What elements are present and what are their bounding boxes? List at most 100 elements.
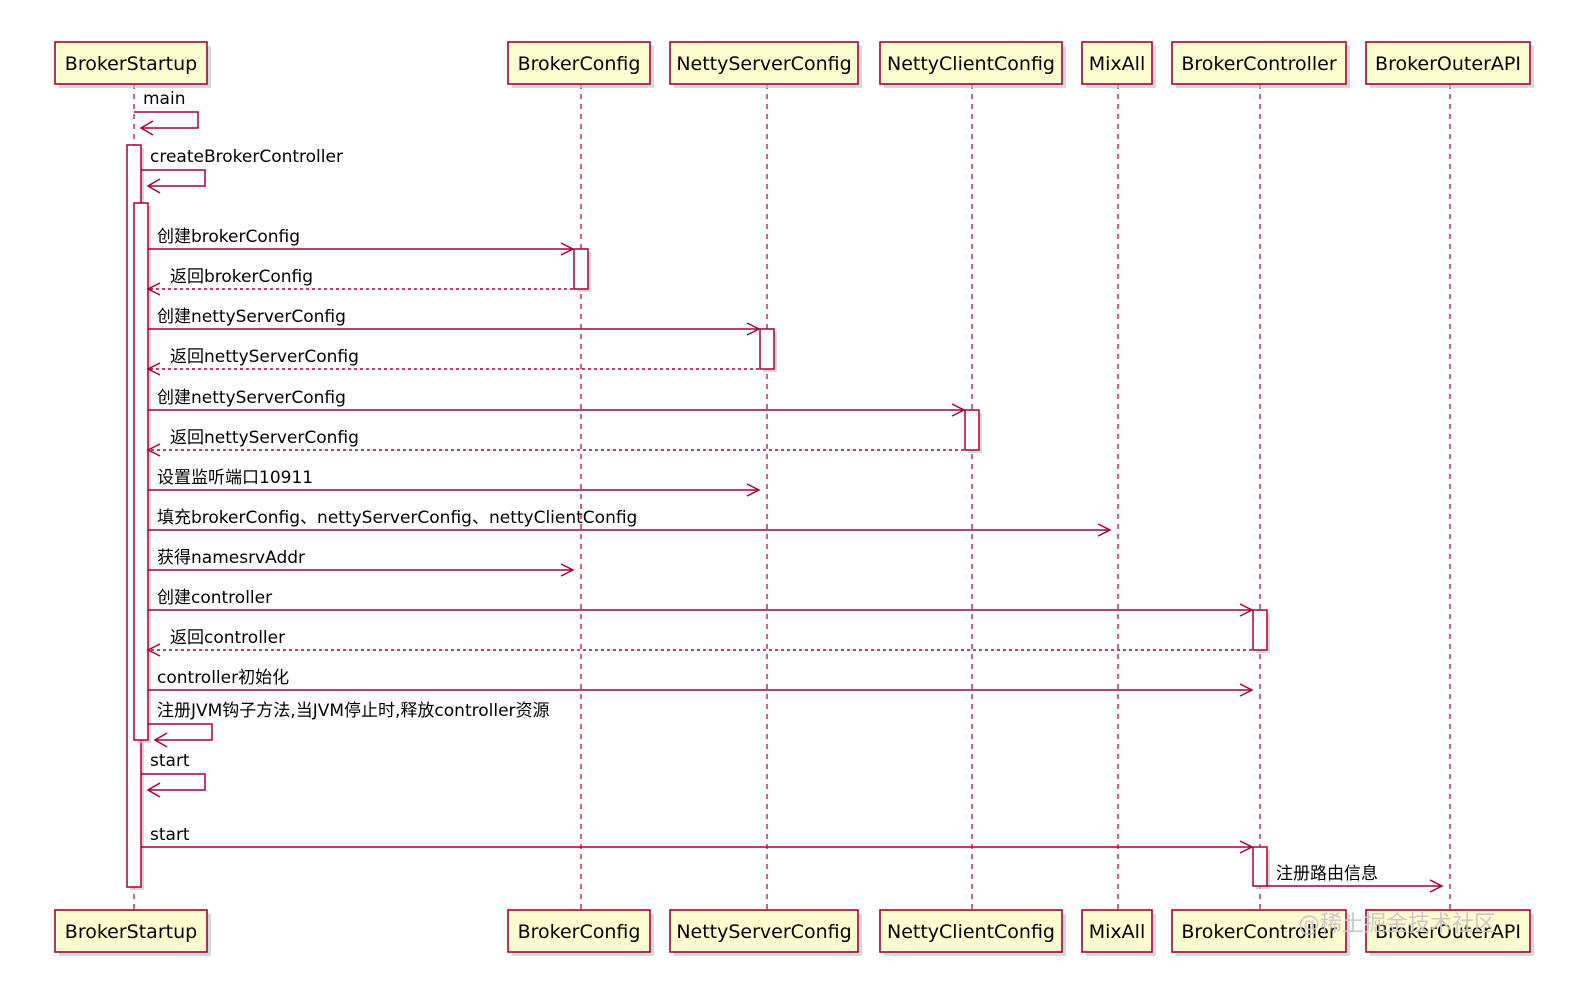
participant-label: NettyClientConfig [887, 53, 1055, 75]
message-label: 创建controller [157, 588, 272, 608]
participant-label: BrokerOuterAPI [1375, 53, 1521, 75]
participant-box [1365, 909, 1531, 953]
participant-brokerconfig-bottom: BrokerConfig [507, 909, 654, 956]
participant-nettyserverconfig-bottom: NettyServerConfig [669, 909, 862, 956]
arrowhead [560, 563, 575, 577]
participant-label: BrokerConfig [518, 921, 641, 943]
participant-box [879, 909, 1063, 953]
message-18: 注册路由信息 [1267, 864, 1444, 893]
message-label: 返回controller [170, 628, 285, 648]
activation-bar [133, 202, 149, 741]
message-label: 返回nettyServerConfig [170, 347, 359, 367]
message-label: createBrokerController [150, 147, 343, 167]
participant-nettyclientconfig-bottom: NettyClientConfig [879, 909, 1066, 956]
message-label: start [150, 751, 190, 771]
message-5: 创建nettyServerConfig [148, 307, 761, 336]
message-11: 获得namesrvAddr [148, 548, 575, 577]
message-label: 创建nettyServerConfig [157, 388, 346, 408]
message-label: 注册JVM钩子方法,当JVM停止时,释放controller资源 [157, 701, 550, 721]
arrowhead [1239, 603, 1254, 617]
participant-label: BrokerStartup [65, 53, 197, 75]
message-label: 设置监听端口10911 [157, 468, 313, 488]
message-label: 注册路由信息 [1276, 864, 1378, 884]
arrowhead [146, 178, 161, 194]
message-line [148, 723, 213, 741]
message-label: main [143, 89, 185, 109]
participant-label: MixAll [1089, 921, 1145, 943]
participant-box [54, 41, 208, 85]
message-label: 返回nettyServerConfig [170, 428, 359, 448]
participant-box [507, 909, 651, 953]
participant-box [507, 41, 651, 85]
message-label: start [150, 825, 190, 845]
participant-label: BrokerController [1181, 921, 1337, 943]
arrowhead [146, 362, 161, 376]
participant-label: BrokerStartup [65, 921, 197, 943]
message-16: start [141, 751, 206, 798]
participant-brokerstartup-bottom: BrokerStartup [54, 909, 211, 956]
message-label: controller初始化 [157, 668, 289, 688]
participant-label: MixAll [1089, 53, 1145, 75]
participant-box [1365, 41, 1531, 85]
participant-brokerouterapi-bottom: BrokerOuterAPI [1365, 909, 1534, 956]
message-line [134, 111, 199, 129]
arrowhead [746, 483, 761, 497]
arrowhead [746, 322, 761, 336]
message-label: 获得namesrvAddr [157, 548, 305, 568]
activation-bar [1252, 609, 1268, 651]
watermark: @稀土掘金技术社区 [1298, 912, 1496, 937]
message-line [141, 169, 206, 187]
arrowhead [146, 643, 161, 657]
participant-brokerouterapi-top: BrokerOuterAPI [1365, 41, 1534, 88]
arrowhead [1429, 879, 1444, 893]
participant-box [1081, 909, 1153, 953]
arrowhead [1239, 840, 1254, 854]
message-12: 创建controller [148, 588, 1254, 617]
message-2: createBrokerController [141, 147, 343, 194]
participant-box [54, 909, 208, 953]
message-14: controller初始化 [148, 668, 1254, 697]
message-15: 注册JVM钩子方法,当JVM停止时,释放controller资源 [148, 701, 550, 748]
arrowhead [153, 732, 168, 748]
participant-box [669, 41, 859, 85]
message-10: 填充brokerConfig、nettyServerConfig、nettyCl… [148, 508, 1112, 537]
participant-label: BrokerController [1181, 53, 1337, 75]
participant-mixall-bottom: MixAll [1081, 909, 1156, 956]
participant-label: NettyServerConfig [676, 921, 851, 943]
participant-brokercontroller-top: BrokerController [1171, 41, 1350, 88]
participant-box [669, 909, 859, 953]
message-line [141, 773, 206, 791]
message-9: 设置监听端口10911 [148, 468, 761, 497]
arrowhead [1097, 523, 1112, 537]
participant-nettyclientconfig-top: NettyClientConfig [879, 41, 1066, 88]
activation-bar [573, 248, 589, 290]
message-8: 返回nettyServerConfig [146, 428, 964, 457]
message-label: 返回brokerConfig [170, 267, 313, 287]
participant-mixall-top: MixAll [1081, 41, 1156, 88]
activation-bar [1252, 846, 1268, 887]
participant-label: BrokerOuterAPI [1375, 921, 1521, 943]
message-7: 创建nettyServerConfig [148, 388, 966, 417]
message-label: 填充brokerConfig、nettyServerConfig、nettyCl… [157, 508, 637, 528]
participant-box [1081, 41, 1153, 85]
message-label: 创建brokerConfig [157, 227, 300, 247]
participant-brokerconfig-top: BrokerConfig [507, 41, 654, 88]
message-3: 创建brokerConfig [148, 227, 575, 256]
participant-brokerstartup-top: BrokerStartup [54, 41, 211, 88]
arrowhead [1239, 683, 1254, 697]
arrowhead [139, 120, 154, 136]
participant-box [1171, 909, 1347, 953]
message-label: 创建nettyServerConfig [157, 307, 346, 327]
arrowhead [146, 282, 161, 296]
participant-label: BrokerConfig [518, 53, 641, 75]
participant-box [879, 41, 1063, 85]
arrowhead [560, 242, 575, 256]
activation-bar [759, 328, 775, 370]
activation-bar [964, 409, 980, 451]
participant-label: NettyServerConfig [676, 53, 851, 75]
message-1: main [134, 89, 199, 136]
message-6: 返回nettyServerConfig [146, 347, 759, 376]
arrowhead [146, 443, 161, 457]
participant-nettyserverconfig-top: NettyServerConfig [669, 41, 862, 88]
